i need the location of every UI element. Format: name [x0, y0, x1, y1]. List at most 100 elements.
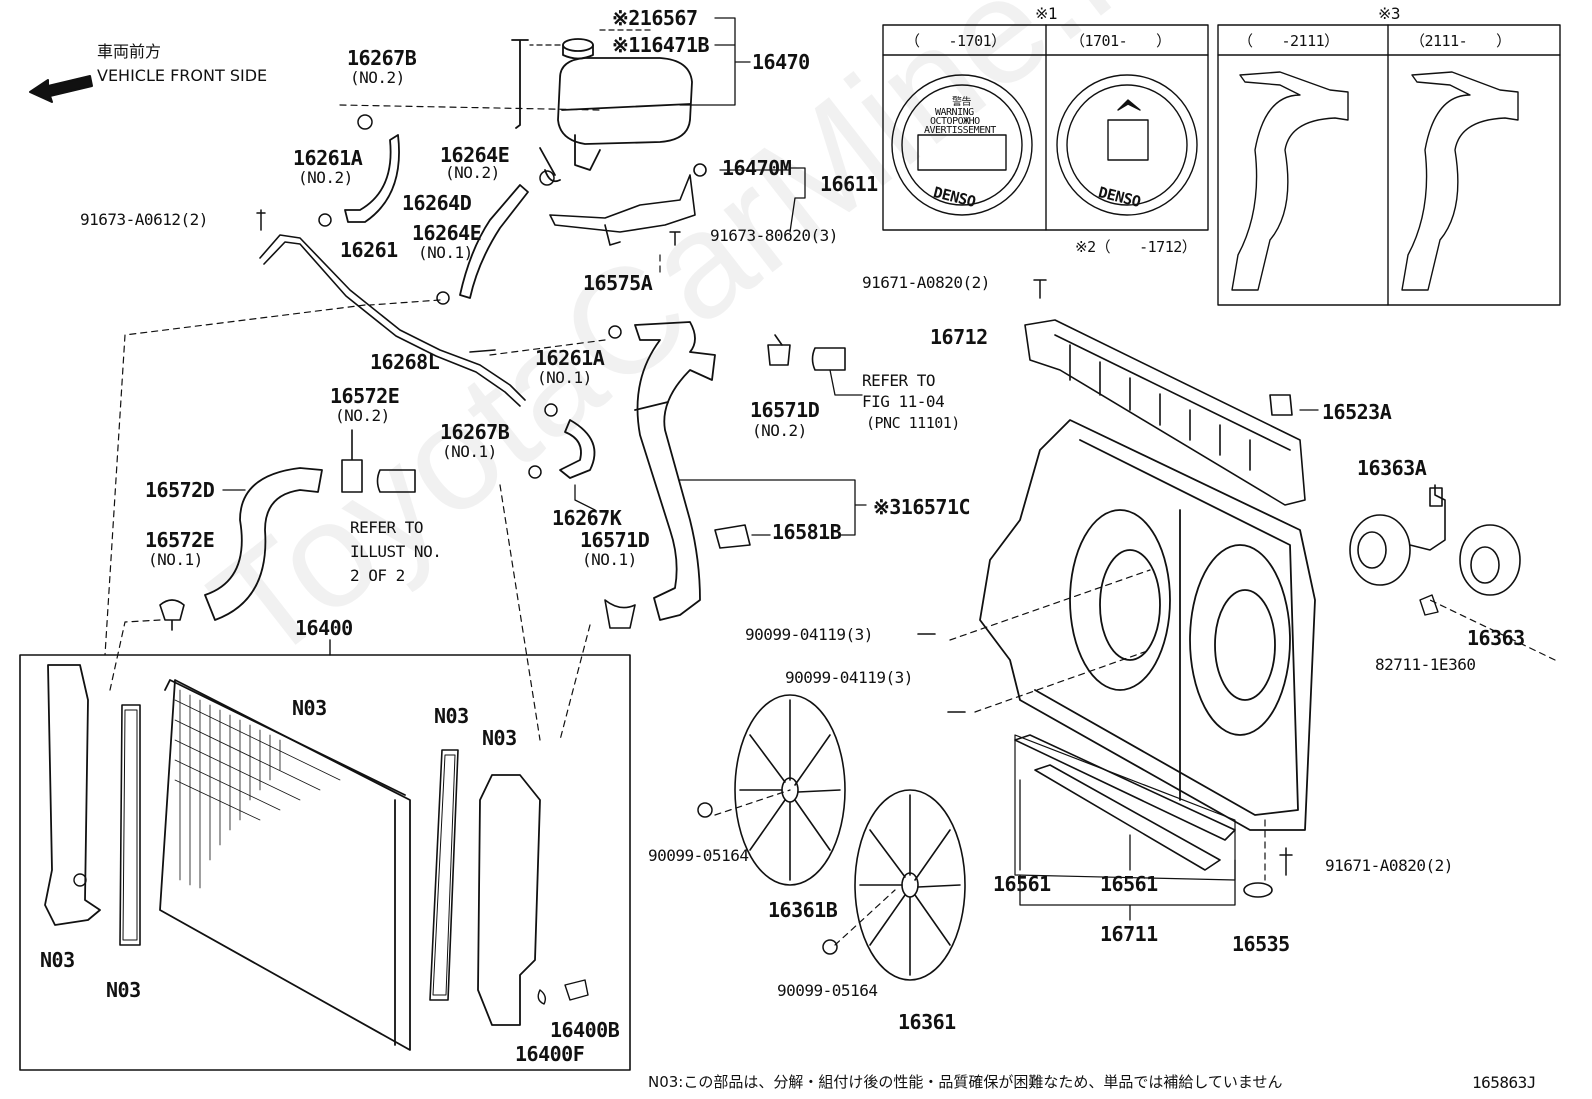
label-16361: 16361: [898, 1010, 956, 1034]
clamp-16572E-no1: [159, 599, 185, 631]
direction-en: VEHICLE FRONT SIDE: [97, 66, 268, 85]
label-16535: 16535: [1232, 932, 1290, 956]
hose-16264D: [459, 184, 529, 299]
label-16575A: 16575A: [583, 271, 653, 295]
label-16571D-no2: 16571D: [750, 398, 820, 422]
label-16523A: 16523A: [1322, 400, 1392, 424]
hose-16261: [344, 134, 400, 223]
label-no1-b: (NO.1): [537, 368, 592, 387]
label-16267B-no1: 16267B: [440, 420, 510, 444]
variant-1-col-a: （ -1701）: [905, 32, 1006, 50]
label-16267K: 16267K: [552, 506, 622, 530]
fan-16361B: [734, 694, 846, 886]
label-16561-a: 16561: [993, 872, 1051, 896]
label-no2-e: (NO.2): [335, 406, 390, 425]
seal-right: [429, 749, 459, 1001]
label-16264D: 16264D: [402, 191, 472, 215]
cap-text-3: AVERTISSEMENT: [924, 125, 996, 136]
label-16572D: 16572D: [145, 478, 215, 502]
label-N03-seal-right: N03: [434, 704, 469, 728]
variant-3-marker: ※3: [1378, 4, 1401, 23]
radiator-core: [159, 679, 411, 1051]
label-no2-c: (NO.2): [445, 163, 500, 182]
label-16712: 16712: [930, 325, 988, 349]
label-16264E-no2: 16264E: [440, 143, 510, 167]
label-82711-1E360: 82711-1E360: [1375, 655, 1476, 674]
label-16361B: 16361B: [768, 898, 838, 922]
label-16572E-no2: 16572E: [330, 384, 400, 408]
reservoir-tank: [511, 38, 693, 183]
hose-16571C: [634, 321, 716, 621]
label-90099-04119-b: 90099-04119(3): [785, 668, 913, 687]
refer-fig-3: (PNC 11101): [866, 414, 960, 432]
refer-illust-3: 2 OF 2: [350, 566, 405, 585]
label-16571D-no1: 16571D: [580, 528, 650, 552]
label-no1-c: (NO.1): [442, 442, 497, 461]
label-90099-05164-b: 90099-05164: [777, 981, 878, 1000]
label-no1-d: (NO.1): [148, 550, 203, 569]
sensor-16581B: [714, 524, 751, 549]
fan-16361: [854, 789, 966, 981]
label-16567: ※216567: [612, 6, 698, 30]
left-tank: [44, 664, 101, 926]
label-no2-a: (NO.2): [350, 68, 405, 87]
label-16264E-no1: 16264E: [412, 221, 482, 245]
label-16400: 16400: [295, 616, 353, 640]
refer-fig-2: FIG 11-04: [862, 392, 945, 411]
variant-3-col-b: （2111- ）: [1410, 32, 1511, 50]
shroud-top-bar: [1024, 319, 1306, 506]
fan-shroud: [979, 419, 1316, 831]
cap-text-0: 警告: [952, 97, 972, 108]
reservoir-bracket: [549, 163, 707, 246]
label-no1-a: (NO.1): [418, 243, 473, 262]
label-16363A: 16363A: [1357, 456, 1427, 480]
label-no2-d: (NO.2): [752, 421, 807, 440]
variant-1-col-b: （1701- ）: [1070, 32, 1171, 50]
hose-16572D: [204, 467, 323, 621]
refer-fig-1: REFER TO: [862, 371, 936, 390]
seal-left: [119, 704, 141, 946]
variant-1-marker: ※1: [1035, 4, 1058, 23]
label-N03-core: N03: [292, 696, 327, 720]
figure-id: 165863J: [1472, 1073, 1536, 1092]
clamp-16572E-no2: [341, 429, 363, 493]
label-N03-tank-right: N03: [482, 726, 517, 750]
label-16400B: 16400B: [550, 1018, 620, 1042]
grommet-16535: [1243, 882, 1273, 898]
label-16261: 16261: [340, 238, 398, 262]
refer-illust-2: ILLUST NO.: [350, 542, 442, 561]
leader-lines: [104, 104, 1556, 946]
direction-jp: 車両前方: [97, 42, 162, 61]
label-16363: 16363: [1467, 626, 1525, 650]
fan-motor-16363: [1459, 524, 1521, 596]
label-16611: 16611: [820, 172, 878, 196]
radiator-group-box: [19, 654, 631, 1071]
label-16400F: 16400F: [515, 1042, 585, 1066]
right-tank: [477, 774, 541, 1026]
core-fins: [174, 689, 341, 889]
label-16711: 16711: [1100, 922, 1158, 946]
label-16561-b: 16561: [1100, 872, 1158, 896]
label-16470: 16470: [752, 50, 810, 74]
label-16581B: 16581B: [772, 520, 842, 544]
label-no1-e: (NO.1): [582, 550, 637, 569]
label-16261A-mid: 16261A: [535, 346, 605, 370]
cap-text-2: ОСТОРОЖНО: [930, 116, 980, 127]
variant-box-3: [1217, 24, 1561, 306]
pipe-16268L: [259, 234, 526, 407]
label-16268L: 16268L: [370, 350, 440, 374]
hose-end-no2: [811, 347, 846, 371]
label-91673-80620: 91673-80620(3): [710, 226, 838, 245]
variant-3-col-a: （ -2111）: [1238, 32, 1339, 50]
refer-illust-1: REFER TO: [350, 518, 424, 537]
label-91671-A0820-bot: 91671-A0820(2): [1325, 856, 1453, 875]
clips: [256, 114, 1293, 876]
label-N03-tank-left: N03: [40, 948, 75, 972]
clamp-16571D-no2: [767, 334, 791, 366]
label-90099-04119-a: 90099-04119(3): [745, 625, 873, 644]
fan-motor-16363A: [1349, 484, 1446, 586]
variant-2-note: ※2（ -1712）: [1075, 238, 1197, 256]
front-arrow-icon: [29, 75, 93, 103]
